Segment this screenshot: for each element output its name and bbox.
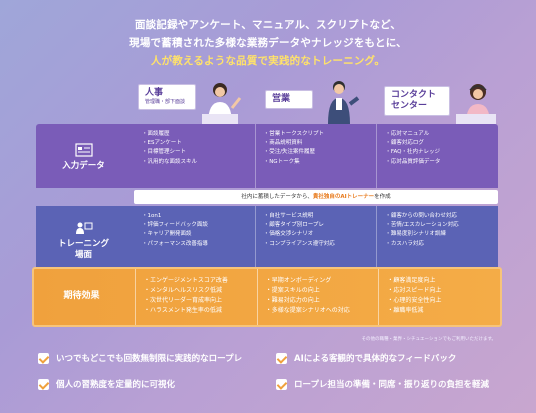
banner-suffix: を作成	[374, 194, 391, 200]
persona-hr-subtitle: 管理職・部下面談	[145, 99, 186, 105]
list-item: カスハラ対応	[385, 240, 490, 249]
training-scene-title: トレーニング 場面	[57, 239, 109, 260]
list-item: 難易度別シナリオ訓練	[385, 230, 490, 239]
list-item: 顧客対応ログ	[385, 139, 490, 148]
list-item: 多様な提案シナリオへの対応	[266, 306, 371, 316]
benefit-text: ロープレ担当の準備・同席・振り返りの負担を軽減	[294, 380, 489, 390]
training-sales-column: 自社サービス説明 顧客タイプ別ロープレ 価格交渉シナリオ コンプライアンス遵守対…	[254, 206, 377, 270]
list-item: 顧客満足度向上	[387, 276, 492, 286]
list-item: 汎用的な面談スキル	[142, 158, 247, 167]
benefit-text: いつでもどこでも回数無制限に実践的なロープレ	[56, 354, 243, 364]
ai-trainer-banner: 社内に蓄積したデータから、貴社独自のAIトレーナーを作成	[134, 190, 498, 204]
training-scene-label: トレーニング 場面	[36, 220, 131, 261]
trainer-icon	[75, 222, 92, 234]
list-item: 難易対応力の向上	[266, 296, 371, 306]
persona-sales: 営業	[265, 90, 313, 109]
benefit-item: ロープレ担当の準備・同席・振り返りの負担を軽減	[276, 378, 489, 390]
list-item: コンプライアンス遵守対応	[264, 240, 369, 249]
benefit-item: 個人の習熟度を定量的に可視化	[38, 378, 175, 390]
input-contact-column: 応対マニュアル 顧客対応ログ FAQ・社内ナレッジ 応対品質評価データ	[376, 124, 498, 188]
sales-person-illustration	[328, 81, 360, 124]
expected-contact-column: 顧客満足度向上 応対スピード向上 心理的安全性向上 離職率低減	[378, 269, 500, 325]
list-item: ESアンケート	[142, 139, 247, 148]
list-item: 顧客タイプ別ロープレ	[264, 221, 369, 230]
list-item: 苦情/エスカレーション対応	[385, 221, 490, 230]
benefit-text: 個人の習熟度を定量的に可視化	[56, 380, 176, 390]
banner-prefix: 社内に蓄積したデータから、	[241, 194, 313, 200]
benefit-item: AIによる客観的で具体的なフィードバック	[276, 352, 456, 364]
input-data-row: 入力データ 面談履歴 ESアンケート 目標管理シート 汎用的な面談スキル 営業ト…	[36, 124, 498, 188]
expected-effects-title: 期待効果	[63, 291, 100, 301]
headline-line-2: 現場で蓄積された多様な業務データやナレッジをもとに、	[129, 37, 407, 49]
checkbox-icon	[276, 378, 287, 390]
list-item: 1on1	[142, 212, 247, 221]
list-item: ハラスメント発生率の低減	[144, 306, 249, 316]
list-item: NGトーク集	[264, 158, 369, 167]
persona-sales-title: 営業	[272, 94, 291, 104]
headline-line-3: 人が教えるような品質で実践的なトレーニング。	[150, 55, 386, 67]
training-panel: 入力データ 面談履歴 ESアンケート 目標管理シート 汎用的な面談スキル 営業ト…	[32, 124, 502, 332]
list-item: 顧客からの問い合わせ対応	[385, 212, 490, 221]
list-item: 早期オンボーディング	[266, 276, 371, 286]
list-item: FAQ・社内ナレッジ	[385, 148, 490, 157]
input-hr-column: 面談履歴 ESアンケート 目標管理シート 汎用的な面談スキル	[134, 124, 255, 188]
list-item: 応対マニュアル	[385, 130, 490, 139]
expected-sales-column: 早期オンボーディング 提案スキルの向上 難易対応力の向上 多様な提案シナリオへの…	[256, 269, 379, 325]
list-item: 価格交渉シナリオ	[264, 230, 369, 239]
list-item: 応対スピード向上	[387, 286, 492, 296]
persona-hr-title: 人事	[145, 88, 164, 98]
input-data-columns: 面談履歴 ESアンケート 目標管理シート 汎用的な面談スキル 営業トークスクリプ…	[134, 124, 498, 188]
persona-contact-center-label: コンタクト センター	[384, 86, 450, 116]
list-item: キャリア開発面談	[142, 230, 247, 239]
list-item: 目標管理シート	[142, 148, 247, 157]
banner-highlight: 貴社独自のAIトレーナー	[312, 194, 375, 200]
contact-center-person-illustration	[456, 84, 496, 124]
input-sales-column: 営業トークスクリプト 商品説明資料 受注/失注案件履歴 NGトーク集	[254, 124, 377, 188]
list-item: 応対品質評価データ	[385, 158, 490, 167]
list-item: 評価フィードバック面談	[142, 221, 247, 230]
input-data-title: 入力データ	[62, 161, 105, 171]
checkbox-icon	[276, 352, 287, 364]
headline: 面談記録やアンケート、マニュアル、スクリプトなど、 現場で蓄積された多様な業務デ…	[0, 16, 536, 70]
persona-contact-center: コンタクト センター	[384, 86, 450, 116]
input-data-label: 入力データ	[36, 142, 131, 172]
checkbox-icon	[38, 352, 49, 364]
list-item: 営業トークスクリプト	[264, 130, 369, 139]
persona-hr-label: 人事 管理職・部下面談	[138, 84, 196, 110]
footnote: その他の職種・業界・シチュエーションでもご利用いただけます。	[361, 337, 496, 342]
expected-effects-columns: エンゲージメントスコア改善 メンタルヘルスリスク低減 次世代リーダー育成率向上 …	[135, 269, 500, 325]
expected-effects-row: 期待効果 エンゲージメントスコア改善 メンタルヘルスリスク低減 次世代リーダー育…	[32, 267, 502, 327]
benefit-item: いつでもどこでも回数無制限に実践的なロープレ	[38, 352, 242, 364]
hr-person-illustration	[202, 83, 242, 124]
list-item: パフォーマンス改善指導	[142, 240, 247, 249]
persona-sales-label: 営業	[265, 90, 313, 109]
training-hr-column: 1on1 評価フィードバック面談 キャリア開発面談 パフォーマンス改善指導	[134, 206, 255, 270]
list-item: 心理的安全性向上	[387, 296, 492, 306]
training-scene-row: トレーニング 場面 1on1 評価フィードバック面談 キャリア開発面談 パフォー…	[36, 206, 498, 270]
persona-contact-center-title: コンタクト センター	[391, 90, 437, 111]
expected-hr-column: エンゲージメントスコア改善 メンタルヘルスリスク低減 次世代リーダー育成率向上 …	[135, 269, 257, 325]
expected-effects-label: 期待効果	[34, 291, 129, 302]
list-item: 面談履歴	[142, 130, 247, 139]
list-item: 次世代リーダー育成率向上	[144, 296, 249, 306]
document-icon	[74, 143, 93, 157]
list-item: 自社サービス説明	[264, 212, 369, 221]
training-scene-columns: 1on1 評価フィードバック面談 キャリア開発面談 パフォーマンス改善指導 自社…	[134, 206, 498, 270]
training-contact-column: 顧客からの問い合わせ対応 苦情/エスカレーション対応 難易度別シナリオ訓練 カス…	[376, 206, 498, 270]
list-item: メンタルヘルスリスク低減	[144, 286, 249, 296]
list-item: 提案スキルの向上	[266, 286, 371, 296]
list-item: 離職率低減	[387, 306, 492, 316]
persona-hr: 人事 管理職・部下面談	[138, 84, 196, 110]
list-item: エンゲージメントスコア改善	[144, 276, 249, 286]
list-item: 商品説明資料	[264, 139, 369, 148]
headline-line-1: 面談記録やアンケート、マニュアル、スクリプトなど、	[134, 19, 402, 31]
benefit-text: AIによる客観的で具体的なフィードバック	[294, 354, 457, 364]
list-item: 受注/失注案件履歴	[264, 148, 369, 157]
checkbox-icon	[38, 378, 49, 390]
